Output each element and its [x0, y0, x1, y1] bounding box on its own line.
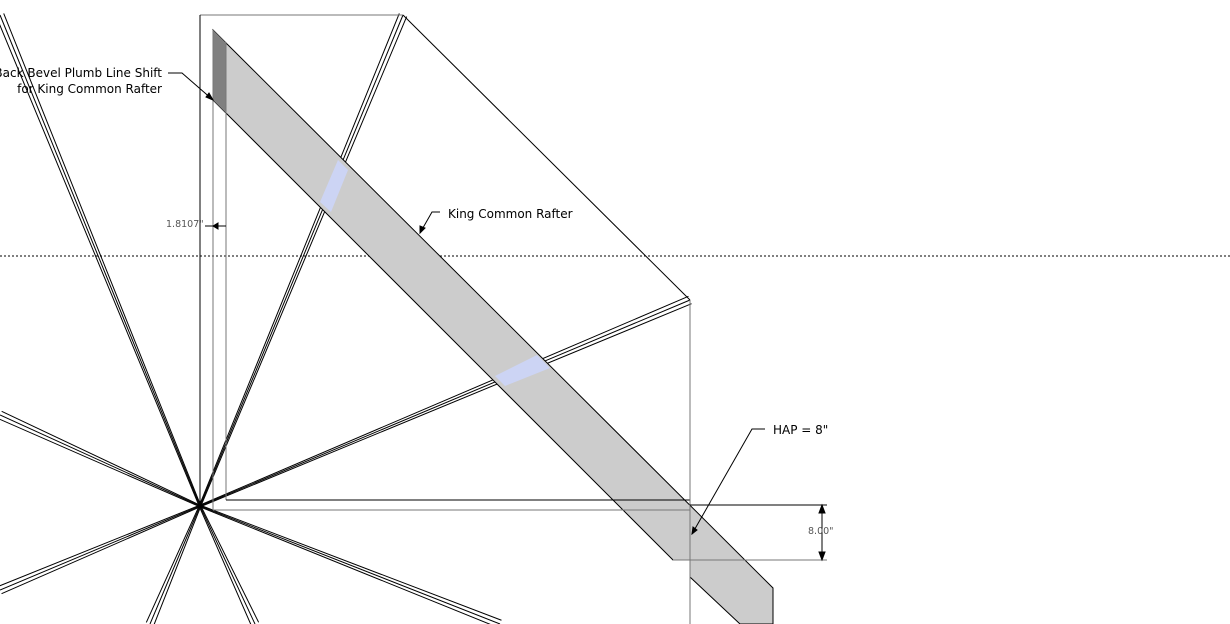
roof-outline: [199, 14, 827, 624]
hip-rafter-line: [199, 295, 689, 506]
king-common-rafter-label: King Common Rafter: [448, 207, 573, 221]
back-bevel-label-line2: for King Common Rafter: [17, 82, 162, 96]
king-common-rafter[interactable]: [212, 28, 774, 624]
hip-rafter-line: [199, 505, 256, 624]
hip-rafter-line: [1, 410, 201, 506]
hip-rafter-line: [0, 505, 201, 591]
hip-rafter-line: [199, 505, 501, 624]
plumb-shift-dimension: 1.8107": [166, 219, 204, 230]
hip-rafter-line: [0, 14, 201, 507]
back-bevel-shift-area: [213, 30, 226, 113]
hip-rafter-line: [149, 505, 201, 624]
hip-rafter-line: [0, 24, 200, 507]
hip-rafter-line: [200, 16, 408, 507]
back-bevel-label-line1: Back Bevel Plumb Line Shift: [0, 66, 162, 80]
hip-rafter-line: [0, 418, 200, 508]
hip-rafter-line: [198, 13, 400, 506]
hip-rafter-line: [199, 506, 491, 624]
hip-rafter-line: [200, 504, 502, 621]
hip-rafters: [0, 13, 692, 624]
intersection-highlight: [495, 355, 550, 386]
hip-rafter-line: [199, 299, 691, 507]
hip-rafter-line: [153, 506, 202, 624]
hip-rafter-line: [3, 13, 202, 506]
hip-rafter-line: [0, 504, 200, 587]
hap-label: HAP = 8": [773, 423, 829, 437]
hip-rafter-line: [198, 506, 252, 624]
hip-rafter-line: [0, 414, 201, 507]
hip-rafter-line: [145, 505, 200, 623]
back-bevel-label: Back Bevel Plumb Line Shift for King Com…: [0, 65, 162, 97]
hip-rafter-line: [199, 14, 404, 507]
intersection-highlight: [320, 160, 348, 212]
leaders: [168, 72, 826, 562]
hip-rafter-line: [200, 505, 260, 623]
hip-rafter-line: [200, 303, 692, 508]
hap-dimension: 8.00": [808, 526, 834, 537]
hip-rafter-line: [1, 506, 201, 595]
